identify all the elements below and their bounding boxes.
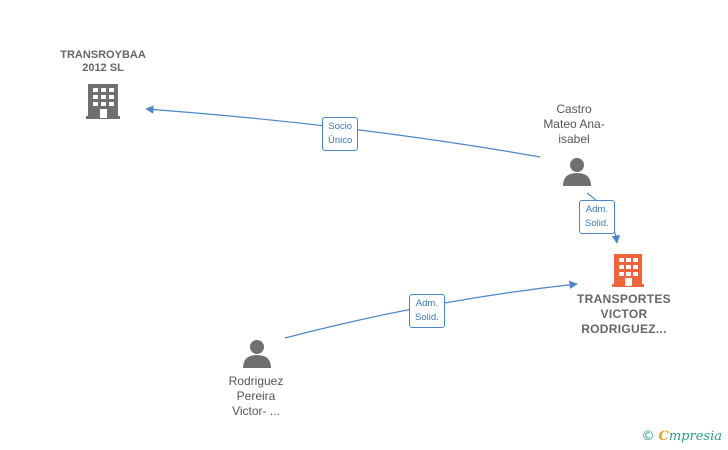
node-label-rodriguez[interactable]: Rodriguez Pereira Victor- ...: [228, 374, 284, 418]
edge-label-adm-solid-2: Adm. Solid.: [409, 294, 445, 328]
building-icon[interactable]: [86, 84, 120, 119]
node-label-castro[interactable]: Castro Mateo Ana- isabel: [543, 102, 605, 146]
person-icon[interactable]: [243, 340, 271, 368]
brand-name: mpresia: [668, 429, 722, 444]
brand-e: C: [658, 429, 669, 444]
person-icon[interactable]: [563, 158, 591, 186]
building-focus-icon[interactable]: [612, 254, 644, 287]
node-label-transportes[interactable]: TRANSPORTES VICTOR RODRIGUEZ...: [577, 292, 671, 336]
edge-label-socio-unico: Socio Único: [322, 117, 359, 151]
copyright-symbol: ©: [641, 429, 655, 444]
node-label-transroybaa[interactable]: TRANSROYBAA 2012 SL: [60, 49, 146, 74]
edge-label-adm-solid-1: Adm. Solid.: [579, 200, 615, 234]
brand-logo: ©Cmpresia: [642, 429, 723, 444]
